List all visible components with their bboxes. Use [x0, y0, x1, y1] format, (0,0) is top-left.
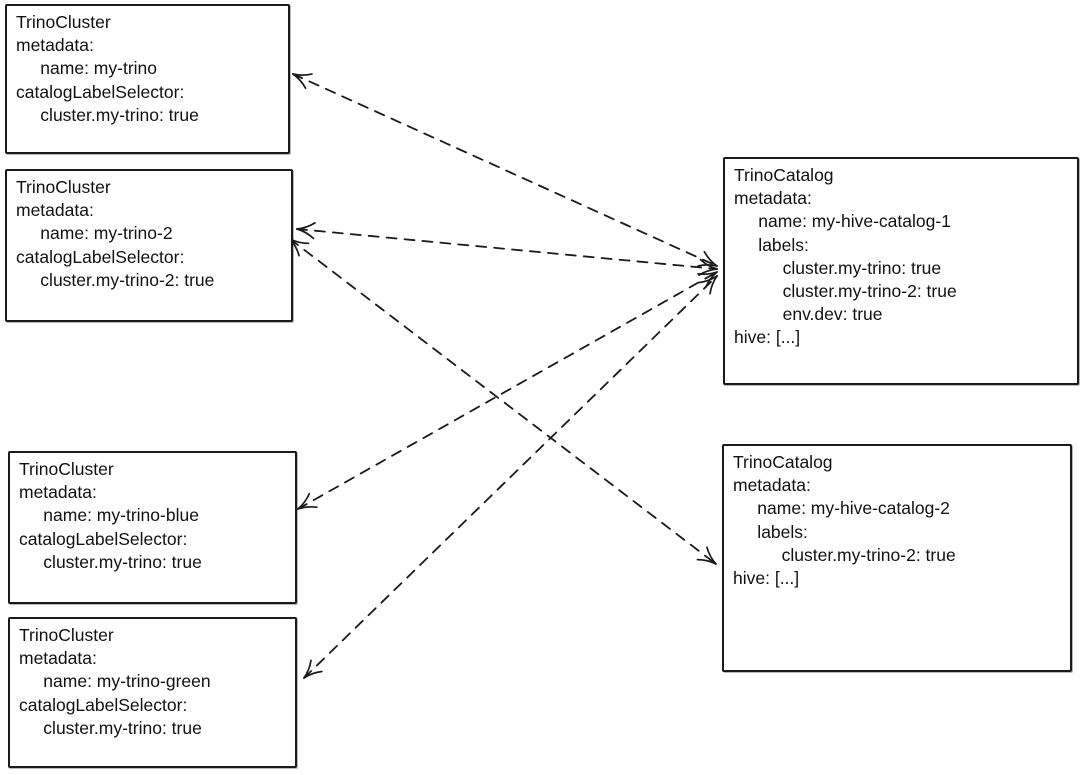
- box-line: hive: [...]: [734, 327, 801, 348]
- box-line: cluster.my-trino-2: true: [16, 269, 215, 290]
- arrowhead: [297, 505, 318, 510]
- box-line: catalogLabelSelector:: [19, 528, 188, 549]
- arrowhead: [703, 250, 718, 267]
- arrowhead: [296, 222, 316, 230]
- connector-cluster-my-trino-blue-to-catalog-my-hive-catalog-1: [297, 271, 718, 510]
- arrowhead: [296, 228, 315, 240]
- connector-cluster-my-trino-2-to-catalog-my-hive-catalog-2: [289, 238, 717, 565]
- arrowhead: [697, 264, 718, 267]
- box-line: metadata:: [16, 200, 94, 221]
- box-line: name: my-trino: [16, 58, 158, 79]
- box-line: metadata:: [734, 188, 812, 209]
- box-line: labels:: [733, 521, 808, 542]
- box-line: hive: [...]: [733, 568, 800, 589]
- box-line: name: my-trino-blue: [19, 505, 199, 526]
- box-title: TrinoCatalog: [733, 452, 833, 472]
- trinocluster-my-trino-green-box: TrinoCluster metadata: name: my-trino-gr…: [8, 617, 297, 768]
- box-line: env.dev: true: [734, 304, 883, 325]
- arrowhead: [698, 268, 718, 276]
- arrowhead: [697, 271, 718, 276]
- arrowhead: [292, 73, 307, 90]
- arrowhead: [303, 659, 312, 679]
- arrowhead: [704, 271, 718, 289]
- box-line: name: my-hive-catalog-2: [733, 498, 950, 519]
- box-title: TrinoCluster: [16, 12, 111, 32]
- trinocatalog-my-hive-catalog-1-box: TrinoCatalog metadata: name: my-hive-cat…: [723, 157, 1079, 385]
- box-title: TrinoCluster: [19, 625, 114, 645]
- box-line: cluster.my-trino: true: [19, 551, 202, 572]
- box-line: metadata:: [19, 482, 97, 503]
- connector-cluster-my-trino-2-to-catalog-my-hive-catalog-1: [296, 228, 718, 270]
- box-line: cluster.my-trino: true: [19, 717, 202, 738]
- box-line: catalogLabelSelector:: [16, 246, 185, 267]
- arrowhead: [303, 670, 323, 679]
- trinocluster-my-trino-blue-box: TrinoCluster metadata: name: my-trino-bl…: [8, 451, 297, 604]
- arrowhead: [699, 258, 718, 270]
- box-line: catalogLabelSelector:: [16, 81, 185, 102]
- arrowhead: [297, 492, 311, 510]
- box-title: TrinoCatalog: [734, 165, 834, 185]
- arrowhead: [292, 73, 313, 76]
- connector-cluster-my-trino-green-to-catalog-my-hive-catalog-1: [303, 275, 718, 679]
- connector-cluster-my-trino-to-catalog-my-hive-catalog-1: [292, 73, 718, 267]
- box-title: TrinoCluster: [19, 459, 114, 479]
- box-line: cluster.my-trino-2: true: [733, 544, 956, 565]
- box-line: cluster.my-trino: true: [16, 104, 199, 125]
- arrowhead: [706, 546, 717, 565]
- box-line: name: my-trino-green: [19, 671, 211, 692]
- trinocluster-my-trino-2-box: TrinoCluster metadata: name: my-trino-2 …: [5, 169, 293, 322]
- box-title: TrinoCluster: [16, 177, 111, 197]
- box-line: metadata:: [16, 35, 94, 56]
- trinocatalog-my-hive-catalog-2-box: TrinoCatalog metadata: name: my-hive-cat…: [722, 444, 1072, 672]
- trinocluster-my-trino-box: TrinoCluster metadata: name: my-trino ca…: [5, 4, 290, 154]
- box-line: name: my-hive-catalog-1: [734, 211, 951, 232]
- arrowhead: [696, 558, 717, 565]
- box-line: metadata:: [733, 475, 811, 496]
- arrowhead: [698, 275, 718, 284]
- box-line: metadata:: [19, 648, 97, 669]
- box-line: cluster.my-trino-2: true: [734, 281, 957, 302]
- box-line: name: my-trino-2: [16, 223, 173, 244]
- box-line: catalogLabelSelector:: [19, 694, 188, 715]
- arrowhead: [709, 275, 718, 295]
- box-line: labels:: [734, 234, 809, 255]
- box-line: cluster.my-trino: true: [734, 257, 942, 278]
